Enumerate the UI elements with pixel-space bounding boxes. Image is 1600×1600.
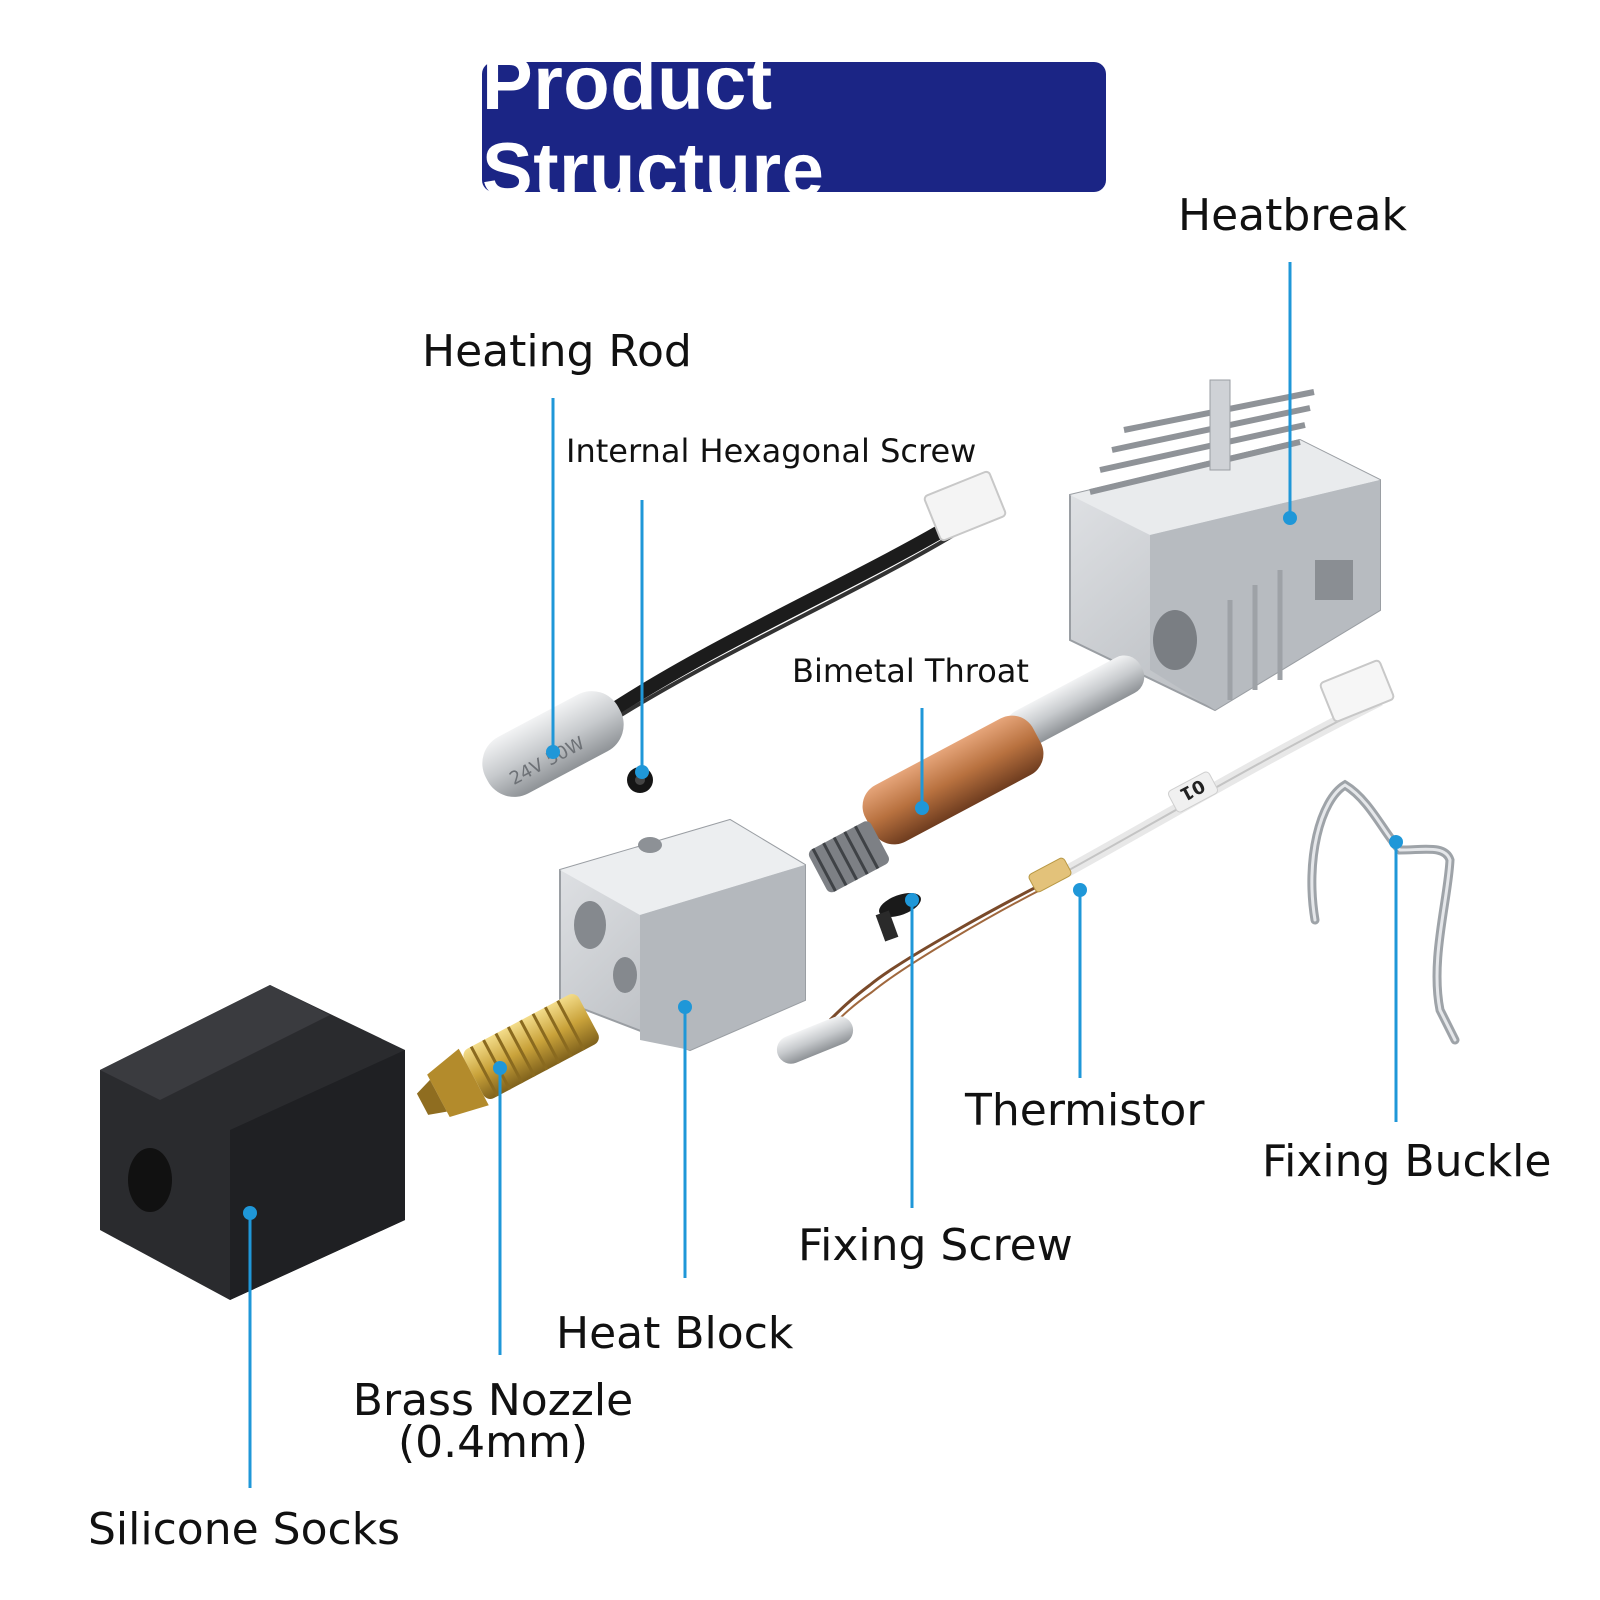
heat-block-part [559, 818, 806, 1052]
label-brass-nozzle-line1: Brass Nozzle [352, 1375, 634, 1426]
leader-dot-heat-block [678, 1000, 692, 1014]
title-banner: Product Structure [482, 41, 1106, 213]
label-bimetal-throat: Bimetal Throat [792, 652, 1029, 690]
heatbreak-part [1069, 379, 1381, 712]
label-brass-nozzle: Brass Nozzle (0.4mm) [350, 1375, 636, 1468]
leader-dot-bimetal-throat [915, 801, 929, 815]
leader-dot-heatbreak [1283, 511, 1297, 525]
bimetal-throat-part [808, 655, 1145, 893]
leader-dot-fixing-buckle [1389, 835, 1403, 849]
leader-dot-hex-screw [635, 765, 649, 779]
label-fixing-screw: Fixing Screw [798, 1220, 1073, 1271]
label-brass-nozzle-line2: (0.4mm) [397, 1417, 589, 1468]
leader-dot-silicone-socks [243, 1206, 257, 1220]
fixing-buckle-part [1307, 779, 1460, 1045]
leader-lines [243, 262, 1403, 1488]
label-silicone-socks: Silicone Socks [88, 1504, 401, 1555]
label-internal-hexagonal-screw: Internal Hexagonal Screw [566, 432, 977, 470]
silicone-sock-part [100, 985, 405, 1300]
brass-nozzle-part [416, 994, 599, 1117]
label-heat-block: Heat Block [556, 1308, 794, 1359]
thermistor-part: 01 [776, 659, 1395, 1064]
label-heatbreak: Heatbreak [1178, 190, 1407, 241]
leader-dot-heating-rod [546, 745, 560, 759]
leader-dot-brass-nozzle [493, 1061, 507, 1075]
label-thermistor: Thermistor [965, 1085, 1205, 1136]
leader-dot-fixing-screw [905, 893, 919, 907]
label-fixing-buckle: Fixing Buckle [1262, 1136, 1552, 1187]
label-heating-rod: Heating Rod [422, 326, 692, 377]
page-title: Product Structure [482, 41, 825, 213]
leader-dot-thermistor [1073, 883, 1087, 897]
